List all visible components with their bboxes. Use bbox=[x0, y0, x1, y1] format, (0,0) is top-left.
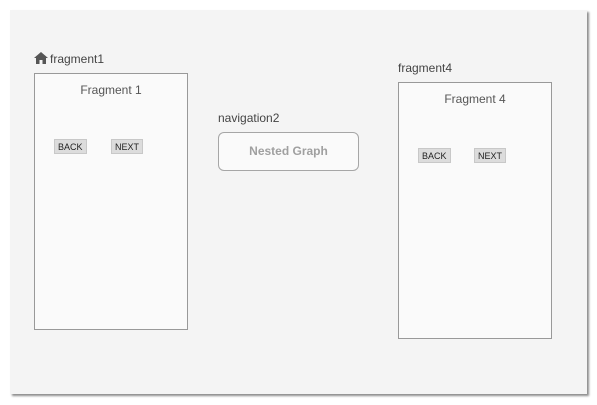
fragment4-id-label: fragment4 bbox=[398, 61, 453, 75]
fragment4-next-button[interactable]: NEXT bbox=[474, 148, 507, 163]
fragment4-destination[interactable]: Fragment 4 BACK NEXT bbox=[398, 82, 552, 339]
nested-graph-destination[interactable]: Nested Graph bbox=[218, 132, 359, 171]
fragment4-back-button[interactable]: BACK bbox=[418, 148, 451, 163]
fragment1-destination[interactable]: Fragment 1 BACK NEXT bbox=[34, 73, 188, 330]
fragment1-title: Fragment 1 bbox=[80, 83, 142, 97]
navigation2-id-label: navigation2 bbox=[218, 111, 280, 125]
home-icon bbox=[34, 52, 48, 64]
fragment1-next-button[interactable]: NEXT bbox=[111, 139, 144, 154]
fragment1-back-button[interactable]: BACK bbox=[54, 139, 87, 154]
fragment4-title: Fragment 4 bbox=[444, 92, 506, 106]
fragment1-id-label: fragment1 bbox=[50, 52, 105, 66]
